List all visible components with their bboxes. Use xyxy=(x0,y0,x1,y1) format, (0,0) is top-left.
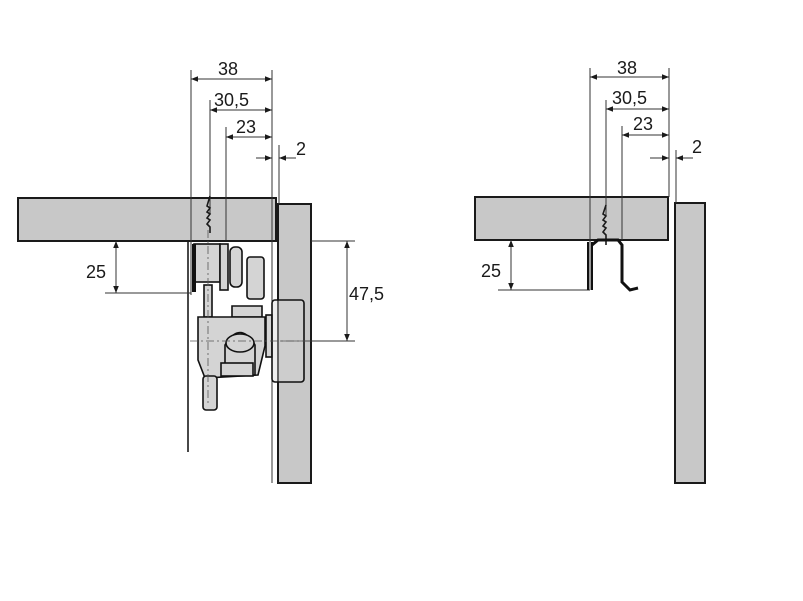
left-drawing-hinge: 38 30,5 23 2 25 47,5 xyxy=(17,59,384,484)
label-38: 38 xyxy=(218,59,238,79)
label-23: 23 xyxy=(633,114,653,134)
side-panel xyxy=(674,202,706,484)
label-25: 25 xyxy=(86,262,106,282)
label-30-5: 30,5 xyxy=(214,90,249,110)
label-30-5: 30,5 xyxy=(612,88,647,108)
label-38: 38 xyxy=(617,58,637,78)
label-23: 23 xyxy=(236,117,256,137)
label-25: 25 xyxy=(481,261,501,281)
top-panel xyxy=(474,196,669,241)
label-2: 2 xyxy=(692,137,702,157)
side-panel xyxy=(277,203,312,484)
screw-icon xyxy=(205,195,212,233)
screw-icon xyxy=(601,204,608,245)
right-drawing-plate: 38 30,5 23 2 25 xyxy=(474,58,706,484)
hinge-icon xyxy=(190,195,311,411)
label-47-5: 47,5 xyxy=(349,284,384,304)
label-2: 2 xyxy=(296,139,306,159)
mounting-plate-icon xyxy=(587,204,639,292)
top-panel xyxy=(17,197,277,242)
